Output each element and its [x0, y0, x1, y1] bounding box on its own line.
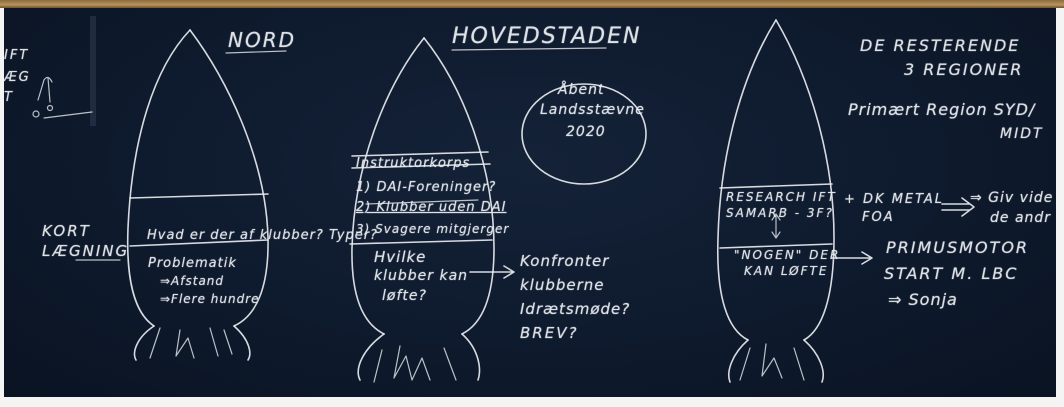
nord-item-1: ⇒Afstand — [160, 274, 225, 288]
regioner-nogen-2: KAN LØFTE — [744, 264, 829, 278]
rocket-regioner — [716, 19, 975, 383]
board-top-rail — [0, 0, 1064, 8]
regioner-title-2: 3 REGIONER — [904, 60, 1024, 79]
rocket-hovedstaden — [349, 37, 515, 383]
oval-text-1: Åbent — [558, 82, 605, 98]
arrow-text-2: klubberne — [520, 276, 605, 294]
regioner-primus-2: START M. LBC — [884, 264, 1019, 283]
hovedstaden-item-2: 2) Klubber uden DAI — [356, 200, 507, 215]
hovedstaden-item-3: 3) Svagere mitgjerger — [356, 222, 510, 236]
regioner-giv-1: ⇒ Giv vide — [970, 190, 1054, 206]
hovedstaden-lower-3: løfte? — [382, 288, 427, 304]
regioner-title-1: DE RESTERENDE — [860, 36, 1021, 55]
oval-text-3: 2020 — [566, 124, 606, 140]
nord-question: Hvad er der af klubber? Typer? — [147, 228, 378, 243]
nord-title: NORD — [228, 28, 296, 52]
regioner-primus-1: PRIMUSMOTOR — [886, 238, 1030, 257]
left-edge-text-1: IFT — [4, 48, 30, 63]
hovedstaden-underline — [451, 47, 607, 51]
oval-text-2: Landsstævne — [540, 102, 645, 118]
chalk-drawings — [32, 19, 975, 383]
hovedstaden-item-1: 1) DAI-Foreninger? — [356, 180, 497, 195]
landsstaevne-oval — [521, 83, 647, 185]
left-edge-text-3: T — [4, 90, 14, 105]
arrow-text-3: Idrætsmøde? — [520, 300, 631, 318]
nord-side-label-2: LÆGNING — [42, 242, 130, 260]
regioner-giv-2: de andr — [990, 210, 1052, 226]
regioner-research-1: RESEARCH IFT — [726, 190, 837, 204]
hovedstaden-lower-2: klubber kan — [374, 268, 469, 284]
regioner-primary-2: MIDT — [1000, 126, 1044, 142]
arrow-text-1: Konfronter — [520, 252, 610, 270]
board-divider-strip — [90, 16, 96, 126]
arrow-text-4: BREV? — [520, 324, 579, 342]
regioner-sonja: ⇒ Sonja — [888, 290, 958, 309]
hovedstaden-lower-1: Hvilke — [374, 248, 427, 266]
regioner-dk-metal-1: + DK METAL — [844, 192, 945, 207]
hovedstaden-title: HOVEDSTADEN — [452, 24, 642, 49]
nord-item-2: ⇒Flere hundre — [160, 292, 260, 306]
regioner-nogen-1: "NOGEN" DER — [734, 248, 841, 262]
blackboard: IFT ÆG T NORD Hvad er der af klubber? Ty… — [4, 8, 1056, 397]
regioner-dk-metal-2: FOA — [862, 210, 895, 225]
left-edge-text-2: ÆG — [4, 70, 31, 85]
hovedstaden-header: Instruktorkorps — [356, 156, 471, 171]
nord-underline — [225, 50, 287, 54]
nord-section-heading: Problematik — [148, 256, 237, 271]
left-edge-scribbles — [32, 76, 93, 119]
nord-side-label-1: KORT — [42, 222, 91, 240]
regioner-research-2: SAMARB - 3F? — [726, 206, 834, 220]
regioner-primary-1: Primært Region SYD/ — [848, 100, 1036, 119]
rocket-nord — [75, 29, 269, 361]
